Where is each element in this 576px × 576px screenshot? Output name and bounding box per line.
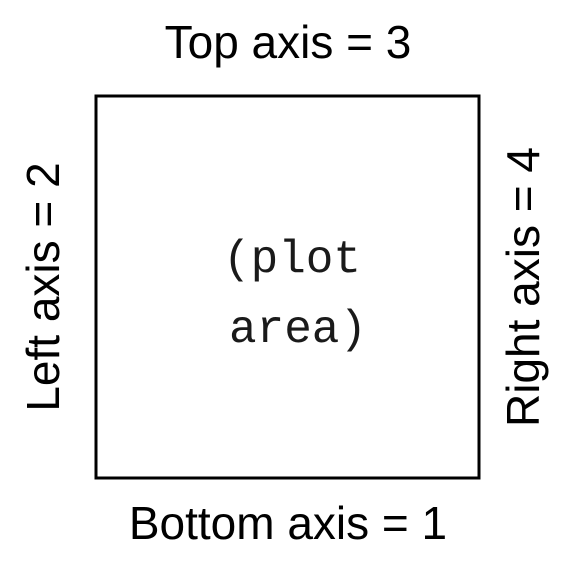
left-axis-label: Left axis = 2 <box>17 162 69 411</box>
plot-area-text-line2: area) <box>229 304 367 356</box>
bottom-axis-label: Bottom axis = 1 <box>129 497 447 549</box>
right-axis-label: Right axis = 4 <box>497 147 549 427</box>
top-axis-label: Top axis = 3 <box>165 16 412 68</box>
plot-area-text-line1: (plot <box>223 234 361 286</box>
plot-area-box <box>94 94 481 480</box>
